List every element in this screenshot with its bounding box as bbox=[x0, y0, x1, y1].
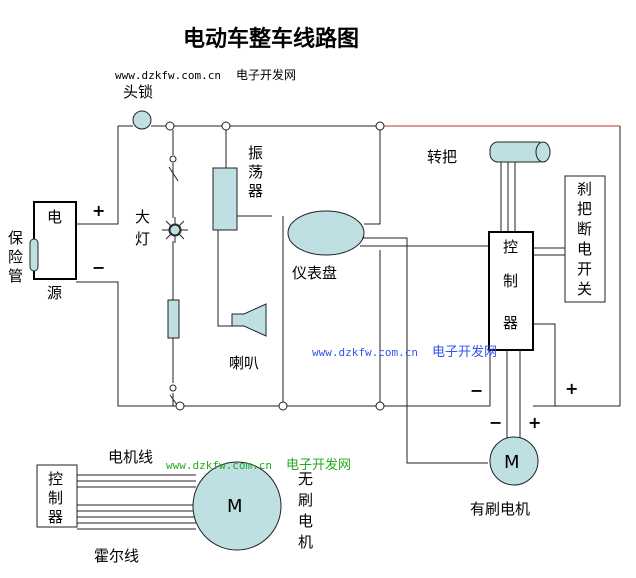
power-box bbox=[33, 201, 77, 280]
headlight-icon bbox=[162, 217, 188, 243]
brushed-motor bbox=[489, 436, 539, 486]
junction bbox=[165, 121, 175, 131]
controller-label-2: 制 bbox=[503, 272, 518, 290]
watermark-name-3: 电子开发网 bbox=[286, 457, 351, 473]
horn-label: 喇叭 bbox=[229, 354, 259, 372]
motor-plus-sign: + bbox=[528, 413, 541, 432]
brake-label-1: 刹 bbox=[577, 180, 592, 198]
brushless-controller-label-3: 器 bbox=[48, 508, 63, 526]
oscillator-label-3: 器 bbox=[248, 182, 263, 200]
wire bbox=[364, 126, 381, 225]
power-minus-sign: − bbox=[92, 258, 105, 277]
brushless-controller-label-1: 控 bbox=[48, 470, 63, 488]
brake-label-4: 电 bbox=[577, 240, 592, 258]
junction bbox=[375, 121, 385, 131]
brake-switch-box bbox=[564, 175, 606, 303]
junction bbox=[169, 384, 177, 392]
brake-label-2: 把 bbox=[577, 200, 592, 218]
wire-power-minus bbox=[76, 281, 380, 407]
oscillator-label-2: 荡 bbox=[248, 163, 263, 181]
brushless-label-1: 无 bbox=[298, 470, 313, 488]
power-label-1: 电 bbox=[47, 208, 62, 226]
throttle-label: 转把 bbox=[427, 148, 457, 166]
brake-label-6: 关 bbox=[577, 280, 592, 298]
wire bbox=[533, 323, 556, 406]
wire-power-plus bbox=[76, 126, 119, 225]
watermark-url-2: www.dzkfw.com.cn bbox=[312, 346, 418, 359]
diagram-title: 电动车整车线路图 bbox=[183, 26, 359, 52]
hall-wire-label: 霍尔线 bbox=[94, 547, 139, 565]
head-lock bbox=[132, 110, 152, 130]
brushless-label-3: 电 bbox=[298, 512, 313, 530]
head-lock-label: 头锁 bbox=[123, 83, 153, 101]
controller-plus-sign: + bbox=[565, 379, 578, 398]
headlight-label-2: 灯 bbox=[135, 230, 150, 248]
headlight-resistor bbox=[167, 299, 180, 339]
fuse-label-2: 险 bbox=[8, 248, 23, 266]
controller-box bbox=[488, 231, 534, 351]
wire-dashboard-motor bbox=[362, 237, 488, 464]
junction bbox=[221, 121, 231, 131]
fuse-label-3: 管 bbox=[8, 267, 23, 285]
brushless-motor bbox=[192, 461, 282, 551]
horn-speaker bbox=[231, 303, 267, 337]
dashboard bbox=[287, 210, 365, 256]
controller-label-3: 器 bbox=[503, 314, 518, 332]
oscillator-label-1: 振 bbox=[248, 144, 263, 162]
brushed-motor-label: 有刷电机 bbox=[470, 500, 530, 518]
brake-label-5: 开 bbox=[577, 260, 592, 278]
power-label-2: 源 bbox=[47, 284, 62, 302]
wire-horn bbox=[217, 230, 232, 327]
junction bbox=[375, 401, 385, 411]
watermark-name-1: 电子开发网 bbox=[236, 67, 296, 82]
junction bbox=[169, 155, 177, 163]
brushless-controller-box bbox=[36, 464, 78, 528]
brushless-motor-symbol: M bbox=[227, 496, 243, 517]
watermark-url-3: www.dzkfw.com.cn bbox=[166, 459, 272, 472]
controller-label-1: 控 bbox=[503, 238, 518, 256]
watermark-name-2: 电子开发网 bbox=[432, 344, 497, 360]
brake-label-3: 断 bbox=[577, 220, 592, 238]
fuse bbox=[29, 238, 39, 272]
power-plus-sign: + bbox=[92, 201, 105, 220]
brushless-controller-label-2: 制 bbox=[48, 489, 63, 507]
motor-wire-label: 电机线 bbox=[108, 448, 153, 466]
brushless-label-4: 机 bbox=[298, 533, 313, 551]
motor-minus-sign: − bbox=[489, 413, 502, 432]
throttle-grip-end bbox=[535, 141, 551, 163]
fuse-label-1: 保 bbox=[8, 229, 23, 247]
dashboard-label: 仪表盘 bbox=[292, 264, 337, 282]
brushed-motor-symbol: M bbox=[504, 452, 520, 473]
junction bbox=[278, 401, 288, 411]
watermark-url-1: www.dzkfw.com.cn bbox=[115, 69, 221, 82]
oscillator bbox=[212, 167, 238, 231]
headlight-switch bbox=[168, 166, 179, 182]
headlight-label-1: 大 bbox=[135, 208, 150, 226]
junction bbox=[175, 401, 185, 411]
controller-minus-sign: − bbox=[470, 381, 483, 400]
brushless-wire-bundle bbox=[77, 474, 196, 530]
brushless-label-2: 刷 bbox=[298, 491, 313, 509]
